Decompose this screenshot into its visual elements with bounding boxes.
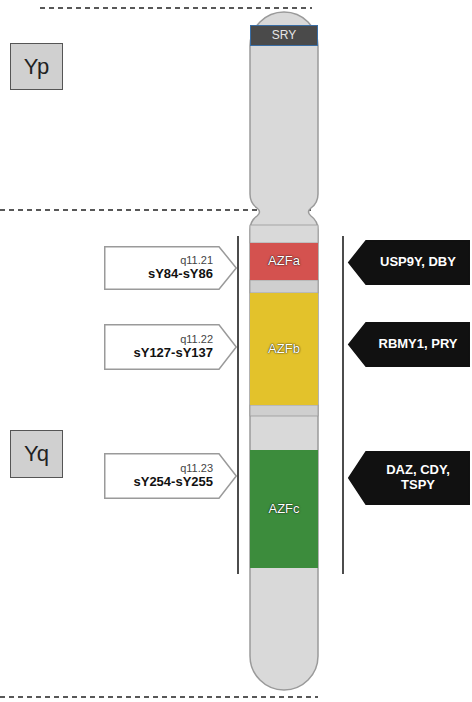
band-label: SRY <box>272 29 296 43</box>
gene-band: SRY <box>250 25 318 46</box>
gene-list-label: DAZ, CDY, TSPY <box>372 463 464 493</box>
chromosome-band <box>250 405 318 416</box>
arm-label: Yp <box>24 54 49 79</box>
band-position-label: q11.23 <box>180 462 213 475</box>
azf-region-band: AZFa <box>250 243 318 280</box>
gene-callout: RBMY1, PRY <box>348 322 470 367</box>
gene-callout: DAZ, CDY, TSPY <box>348 451 470 505</box>
marker-callout: q11.22sY127-sY137 <box>104 324 237 370</box>
marker-range-label: sY84-sY86 <box>148 267 213 282</box>
chromosome-band <box>250 280 318 293</box>
region-bracket-line <box>342 236 344 574</box>
arm-label-box: Yq <box>10 430 63 478</box>
gene-list-label: USP9Y, DBY <box>380 255 456 270</box>
chromosome-outline <box>250 12 318 690</box>
gene-arrow-outline <box>349 452 470 505</box>
gene-list-label: RBMY1, PRY <box>379 337 458 352</box>
band-label: AZFc <box>268 502 299 517</box>
marker-range-label: sY127-sY137 <box>133 346 213 361</box>
band-position-label: q11.22 <box>180 333 213 346</box>
band-position-label: q11.21 <box>180 254 213 267</box>
gene-arrow-outline <box>349 323 470 367</box>
arm-label: Yq <box>24 441 49 466</box>
gene-callout: USP9Y, DBY <box>348 240 470 285</box>
azf-region-band: AZFc <box>250 450 318 568</box>
band-label: AZFa <box>268 254 300 269</box>
boundary-dashed-line <box>0 696 318 698</box>
gene-arrow-outline <box>349 241 470 285</box>
azf-region-band: AZFb <box>250 293 318 405</box>
callout-arrow-outline <box>105 247 237 290</box>
marker-callout: q11.21sY84-sY86 <box>104 246 237 290</box>
marker-callout: q11.23sY254-sY255 <box>104 453 237 499</box>
arm-label-box: Yp <box>10 43 63 90</box>
callout-arrow-outline <box>105 454 237 499</box>
callout-arrow-outline <box>105 325 237 370</box>
boundary-dashed-line <box>40 7 312 9</box>
band-label: AZFb <box>268 342 300 357</box>
chromosome-band <box>250 225 318 243</box>
region-bracket-line <box>237 236 239 574</box>
marker-range-label: sY254-sY255 <box>133 475 213 490</box>
